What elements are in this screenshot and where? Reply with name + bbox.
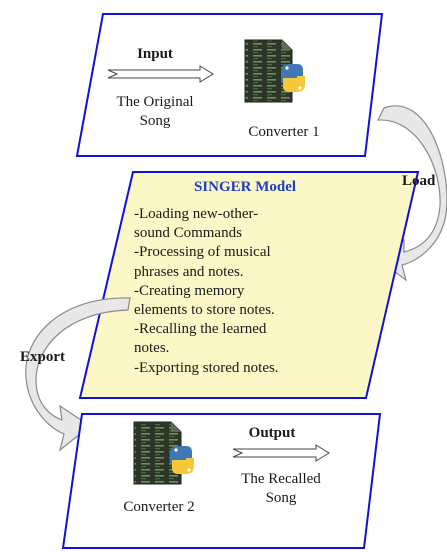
load-label: Load [402, 173, 436, 189]
model-step-line: -Recalling the learned [134, 321, 267, 338]
bottom-process-box [61, 413, 382, 549]
singer-model-box [78, 171, 420, 399]
recalled-song-line1: The Recalled [241, 471, 321, 487]
model-step-line: -Loading new-other- [134, 206, 259, 222]
input-arrow [107, 65, 214, 83]
original-song-line1: The Original [116, 94, 194, 110]
original-song-line2: Song [139, 113, 171, 129]
model-step-line: phrases and notes. [134, 263, 244, 280]
export-curved-arrow [25, 297, 131, 452]
python-file-icon [133, 421, 194, 485]
model-step-line: -Creating memory [134, 282, 245, 299]
output-arrow [232, 444, 330, 462]
recalled-song-label: The Recalled Song [241, 470, 321, 508]
converter-2-label: Converter 2 [123, 499, 195, 515]
input-label: Input [137, 46, 173, 62]
model-step-line: notes. [134, 340, 170, 357]
recalled-song-line2: Song [265, 490, 297, 506]
model-step-line: -Exporting stored notes. [134, 359, 279, 376]
export-label: Export [20, 349, 65, 365]
converter-1-label: Converter 1 [248, 124, 320, 140]
python-file-icon [244, 39, 305, 103]
original-song-label: The Original Song [116, 93, 193, 131]
model-step-line: elements to store notes. [134, 302, 275, 319]
output-label: Output [248, 425, 296, 441]
singer-model-title: SINGER Model [193, 179, 297, 195]
model-step-line: -Processing of musical [134, 244, 271, 261]
singer-model-steps: -Loading new-other- sound Commands -Proc… [134, 205, 279, 378]
model-step-line: sound Commands [134, 225, 242, 242]
top-process-box [75, 13, 384, 157]
